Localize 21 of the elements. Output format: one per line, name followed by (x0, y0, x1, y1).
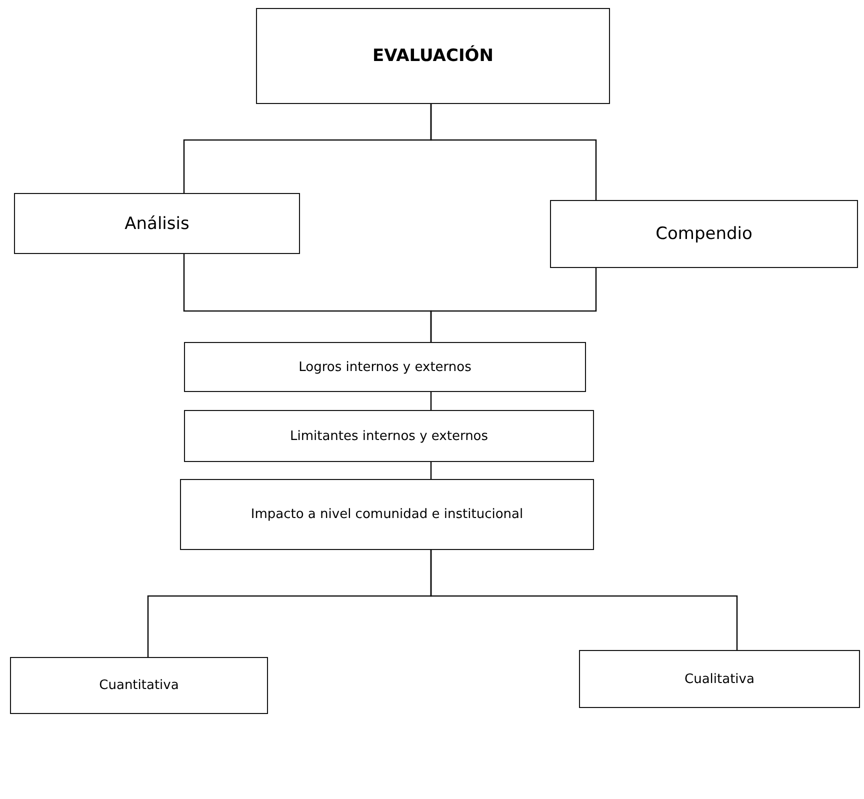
process-box (180, 479, 594, 550)
box-label: Limitantes internos y externos (290, 428, 488, 444)
box-label: Análisis (124, 214, 190, 234)
process-box (184, 410, 594, 462)
process-box (184, 342, 586, 392)
process-box (256, 8, 610, 104)
process-box (14, 193, 300, 254)
connector-line (430, 104, 597, 200)
connector-line (430, 268, 597, 342)
connector-line (430, 392, 432, 410)
connector-line (430, 550, 738, 650)
process-box (10, 657, 268, 714)
connector-line (430, 462, 432, 479)
box-label: Cualitativa (684, 672, 754, 686)
process-box (579, 650, 860, 708)
box-label: Cuantitativa (99, 678, 179, 693)
box-label: Logros internos y externos (298, 360, 472, 374)
box-label: Impacto a nivel comunidad e institucional (250, 507, 524, 522)
box-label: Compendio (656, 224, 752, 244)
box-label: EVALUACIÓN (372, 46, 494, 66)
process-box (550, 200, 858, 268)
